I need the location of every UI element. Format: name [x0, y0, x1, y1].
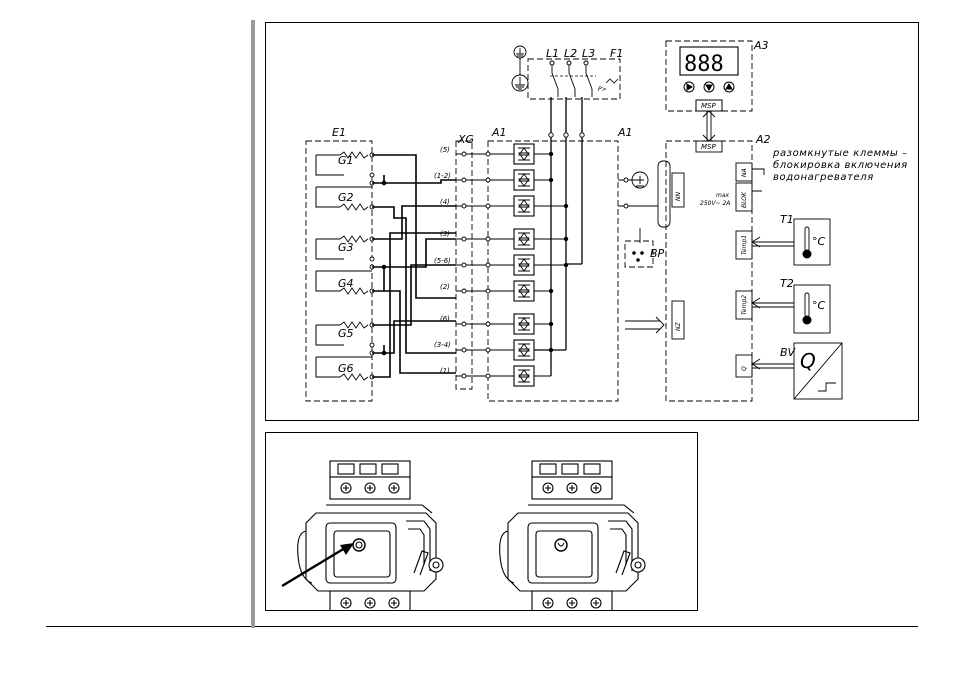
terminal-block-plain	[500, 461, 645, 610]
a1-right-label: A1	[617, 126, 633, 139]
temp-sensor-t1: T1 °C	[752, 213, 830, 265]
xg-label: XG	[457, 133, 474, 146]
phase-junctions	[549, 152, 567, 351]
temp1-terminal-label: Temp1	[741, 235, 748, 255]
heater-g4: G4	[316, 271, 372, 294]
heater-g1: G1	[316, 152, 368, 175]
rating-max: max	[716, 192, 730, 199]
terminal-label: (3)	[440, 230, 450, 238]
q-terminal-label: Q	[741, 366, 748, 371]
phase-terminals	[549, 133, 584, 137]
a3-msp-label: MSP	[701, 102, 716, 110]
terminal-label: (1-2)	[434, 172, 451, 180]
note-line: разомкнутые клеммы –	[772, 148, 908, 159]
heater-g6: G6	[316, 357, 372, 380]
terminal-label: (2)	[440, 283, 450, 291]
note-line: блокировка включения	[773, 159, 908, 171]
blocking-note: разомкнутые клеммы – блокировка включени…	[772, 148, 908, 183]
phase-l3-label: L3	[582, 47, 595, 60]
a3-label: A3	[753, 39, 769, 52]
phase-l2-label: L2	[564, 47, 577, 60]
rating-value: 250V~ 2A	[700, 200, 730, 207]
a3-display-panel: 888 MSP	[680, 47, 738, 111]
terminal-label: (5-6)	[434, 257, 451, 265]
phase-bus-wires	[534, 97, 582, 376]
wiring-diagram-frame: E1 XG A1 A1 A2 A3 F1 BP G1 G2 G3 G4 G5 G…	[265, 22, 919, 421]
nz-terminal-label: NZ	[675, 322, 682, 331]
heater-label: G6	[338, 362, 354, 375]
na-terminal-label: NA	[741, 168, 748, 177]
terminal-block-drawings-frame	[265, 432, 698, 611]
f1-block	[528, 59, 620, 99]
note-line: водонагревателя	[773, 172, 874, 183]
bp-block	[625, 241, 653, 267]
terminal-block-drawings	[266, 433, 697, 610]
phase-l1-label: L1	[546, 47, 559, 60]
a1-left-label: A1	[491, 126, 507, 139]
heater-g3: G3	[316, 236, 368, 259]
f1-label: F1	[610, 47, 623, 60]
a2-terminals: NN NZ NA BLOK Temp1 Temp2 Q	[672, 163, 752, 377]
heater-elements: G1 G2 G3 G4 G5 G6	[316, 152, 372, 380]
msp-link: MSP	[696, 111, 722, 152]
a2-block	[666, 141, 752, 401]
temp2-terminal-label: Temp2	[741, 295, 748, 315]
heater-label: G1	[338, 154, 354, 167]
a2-label: A2	[755, 133, 771, 146]
heater-label: G4	[338, 277, 354, 290]
t2-label: T2	[780, 277, 794, 290]
heater-label: G3	[338, 241, 354, 254]
terminal-label: (4)	[440, 198, 450, 206]
phase-inputs: L1 L2 L3 P>	[546, 47, 618, 97]
temp-sensor-t2: T2 °C	[752, 277, 830, 333]
ground-symbol	[512, 46, 528, 91]
terminal-label: (3-4)	[434, 341, 451, 349]
t1-label: T1	[780, 213, 794, 226]
bp-label: BP	[650, 247, 665, 260]
nn-terminal-label: NN	[675, 192, 682, 201]
wiring-diagram: E1 XG A1 A1 A2 A3 F1 BP G1 G2 G3 G4 G5 G…	[266, 23, 918, 420]
flow-symbol: Q	[800, 349, 816, 373]
t1-unit: °C	[812, 235, 826, 248]
t2-unit: °C	[812, 299, 826, 312]
e1-label: E1	[332, 126, 346, 139]
terminal-block-with-arrow	[298, 461, 443, 610]
terminal-label: (5)	[440, 146, 450, 154]
heater-label: G2	[338, 191, 354, 204]
triac-modules	[514, 144, 534, 386]
bp-sensor	[633, 228, 644, 261]
heater-label: G5	[338, 327, 354, 340]
flow-sensor-bv: BV Q	[752, 343, 842, 399]
heater-g2: G2	[316, 187, 372, 210]
blok-terminal-label: BLOK	[741, 191, 748, 208]
xg-to-a1-wires	[456, 154, 566, 376]
breaker-symbol: P>	[598, 86, 607, 93]
a2-msp-label: MSP	[701, 143, 716, 151]
heater-g5: G5	[316, 322, 368, 345]
side-margin-bar	[251, 20, 255, 628]
page-bottom-rule	[46, 626, 918, 627]
display-digits: 888	[684, 52, 724, 77]
